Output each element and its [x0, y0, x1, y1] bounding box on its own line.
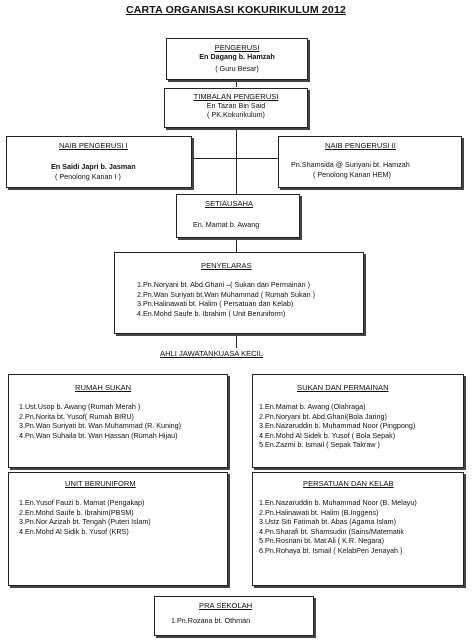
list-item: 4.Pn.Wan Suhaila bt. Wan Hassan (Rumah H…	[19, 430, 178, 440]
persatuan-kelab-heading: PERSATUAN DAN KELAB	[303, 479, 394, 488]
list-item: 2.En.Mohd Saufe b. Ibrahim(PBSM)	[19, 507, 134, 517]
list-item: 3.Pn.Halinawati bt. Halim ( Persatuan da…	[137, 299, 294, 308]
setiausaha-heading: SETIAUSAHA	[205, 199, 254, 208]
rumah-sukan-box: RUMAH SUKAN 1.Ust.Usop b. Awang (Rumah M…	[8, 374, 228, 468]
timbalan-heading: TIMBALAN PENGERUSI	[193, 92, 279, 101]
naib1-name: En Saidi Japri b. Jasman	[51, 162, 136, 171]
list-item: 1.En.Nazaruddin b. Muhammad Noor (B. Mel…	[259, 498, 417, 507]
list-item: 6.Pn.Rohaya bt. Ismail ( KelabPen Jenaya…	[259, 545, 403, 555]
list-item: 4.En.Mohd Al Sidek b. Yusof ( Bola Sepak…	[259, 430, 396, 440]
pengerusi-heading: PENGERUSI	[214, 43, 260, 52]
naib-pengerusi-1-box: NAIB PENGERUSI I En Saidi Japri b. Jasma…	[6, 136, 192, 188]
list-item: 2.Pn.Wan Suriyati bt.Wan Muhammad ( Ruma…	[137, 289, 316, 299]
list-item: 1.En.Yusof Fauzi b. Mamat (Pengakap)	[19, 498, 145, 507]
list-item: 1.Ust.Usop b. Awang (Rumah Merah )	[19, 402, 141, 411]
setiausaha-box: SETIAUSAHA En. Mamat b. Awang	[176, 194, 300, 238]
list-item: 2.Pn.Noryani bt. Abd.Ghani(Bola Jaring)	[259, 411, 387, 421]
penyelaras-box: PENYELARAS 1.Pn.Noryani bt. Abd.Ghani –(…	[114, 252, 364, 334]
pengerusi-name: En Dagang b. Hamzah	[199, 52, 275, 61]
chart-title: CARTA ORGANISASI KOKURIKULUM 2012	[125, 4, 347, 16]
naib2-role: ( Penolong Kanan HEM)	[313, 170, 391, 179]
penyelaras-heading: PENYELARAS	[201, 261, 252, 270]
list-item: 4.Pn.Sharafi bt. Shamsudin (Sains/Matema…	[259, 526, 405, 536]
unit-beruniform-list: 1.En.Yusof Fauzi b. Mamat (Pengakap) 2.E…	[19, 498, 227, 536]
naib-pengerusi-2-box: NAIB PENGERUSI II Pn.Shamsida @ Suriyani…	[278, 136, 462, 188]
sukan-permainan-heading: SUKAN DAN PERMAINAN	[297, 383, 389, 392]
connector-line	[236, 334, 238, 348]
sukan-permainan-box: SUKAN DAN PERMAINAN 1.En.Mamat b. Awang …	[252, 374, 464, 468]
connector-line	[236, 237, 238, 253]
list-item: 3.Pn.Nor Azizah bt. Tengah (Puteri Islam…	[19, 517, 151, 526]
timbalan-box: TIMBALAN PENGERUSI En Tazan Bin Said ( P…	[164, 88, 308, 128]
penyelaras-list: 1.Pn.Noryani bt. Abd.Ghani –( Sukan dan …	[137, 280, 363, 318]
persatuan-kelab-box: PERSATUAN DAN KELAB 1.En.Nazaruddin b. M…	[252, 472, 464, 586]
unit-beruniform-heading: UNIT BERUNIFORM	[65, 479, 136, 488]
ajk-label: AHLI JAWATANKUASA KECIL	[160, 349, 263, 358]
pengerusi-role: ( Guru Besar)	[215, 64, 259, 73]
list-item: 5.Pn.Rosnani bt. Mat Ali ( K.R. Negara)	[259, 536, 385, 545]
naib1-role: ( Penolong Kanan I )	[55, 172, 121, 181]
list-item: 2.Pn.Norita bt. Yusof( Rumah BIRU)	[19, 411, 134, 421]
rumah-sukan-heading: RUMAH SUKAN	[75, 383, 132, 392]
pra-sekolah-heading: PRA SEKOLAH	[199, 601, 253, 610]
connector-line	[192, 158, 278, 160]
list-item: 3.Pn.Wan Suriyati bt. Wan Muhammad (R. K…	[19, 421, 182, 430]
list-item: 2.Pn.Halinawati bt. Halim (B.Inggeris)	[259, 507, 379, 517]
pengerusi-box: PENGERUSI En Dagang b. Hamzah ( Guru Bes…	[166, 38, 308, 80]
naib2-heading: NAIB PENGERUSI II	[325, 141, 396, 150]
rumah-sukan-list: 1.Ust.Usop b. Awang (Rumah Merah ) 2.Pn.…	[19, 402, 227, 440]
list-item: 4.En.Mohd Al Sidik b. Yusof (KRS)	[19, 526, 129, 536]
list-item: 3.En.Nazaruddin b. Muhammad Noor (Pingpo…	[259, 421, 416, 430]
list-item: 1.Pn.Noryani bt. Abd.Ghani –( Sukan dan …	[137, 280, 311, 289]
list-item: 5.En.Zazmi b. Ismail ( Sepak Takraw )	[259, 440, 380, 449]
list-item: 1.En.Mamat b. Awang (Olahraga)	[259, 402, 366, 411]
pra-sekolah-name: 1.Pn.Rozana bt. Othman	[171, 616, 251, 625]
timbalan-role: ( PK.Kokurikulum)	[207, 110, 265, 119]
timbalan-name: En Tazan Bin Said	[206, 101, 266, 110]
setiausaha-name: En. Mamat b. Awang	[193, 220, 260, 229]
list-item: 4.En.Mohd Saufe b. Ibrahim ( Unit Beruni…	[137, 308, 286, 318]
persatuan-kelab-list: 1.En.Nazaruddin b. Muhammad Noor (B. Mel…	[259, 498, 463, 555]
sukan-permainan-list: 1.En.Mamat b. Awang (Olahraga) 2.Pn.Nory…	[259, 402, 463, 450]
connector-line	[236, 127, 238, 195]
naib2-name: Pn.Shamsida @ Suriyani bt. Hamzah	[291, 160, 410, 169]
connector-line	[236, 79, 238, 87]
list-item: 3.Ustz Siti Fatimah bt. Abas (Agama Isla…	[259, 517, 397, 526]
unit-beruniform-box: UNIT BERUNIFORM 1.En.Yusof Fauzi b. Mama…	[8, 472, 228, 586]
pra-sekolah-box: PRA SEKOLAH 1.Pn.Rozana bt. Othman	[154, 596, 314, 636]
naib1-heading: NAIB PENGERUSI I	[59, 141, 128, 150]
